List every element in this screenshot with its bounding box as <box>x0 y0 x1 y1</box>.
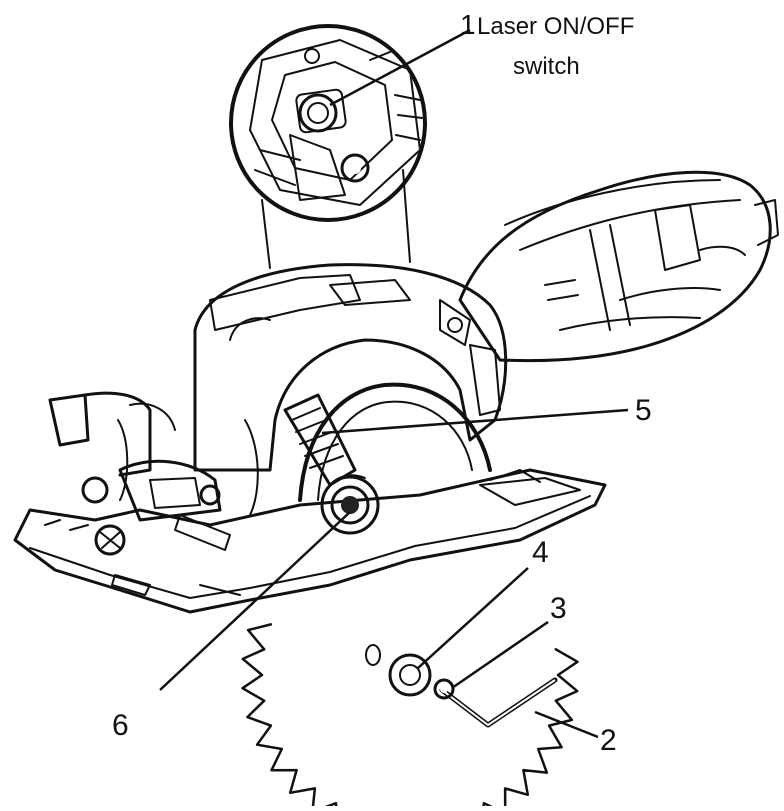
allen-key-and-bolt <box>433 677 558 728</box>
leader-4 <box>417 567 529 669</box>
base-plate <box>13 468 607 614</box>
callout-labels: 1 Laser ON/OFF switch 5 4 3 2 6 <box>112 9 652 757</box>
motor-housing <box>458 170 779 363</box>
leader-1 <box>329 28 471 107</box>
saw-blade <box>241 623 579 806</box>
label-1-number: 1 <box>460 9 476 40</box>
upper-blade-guard <box>193 263 508 472</box>
leader-lines <box>159 28 629 739</box>
leader-6 <box>159 511 351 691</box>
laser-switch-inset <box>229 24 427 269</box>
label-1-text: Laser ON/OFF <box>477 13 634 40</box>
leader-3 <box>451 620 549 690</box>
leader-2 <box>534 710 599 739</box>
front-bevel-assembly <box>48 391 259 556</box>
label-5: 5 <box>635 394 652 427</box>
blade-clamp <box>320 474 380 535</box>
label-4: 4 <box>532 536 549 569</box>
leader-5 <box>321 408 629 435</box>
label-2: 2 <box>600 724 617 757</box>
label-6: 6 <box>112 709 129 742</box>
label-3: 3 <box>550 592 567 625</box>
lower-blade-guard <box>283 382 492 502</box>
label-1-text-line2: switch <box>513 53 580 80</box>
